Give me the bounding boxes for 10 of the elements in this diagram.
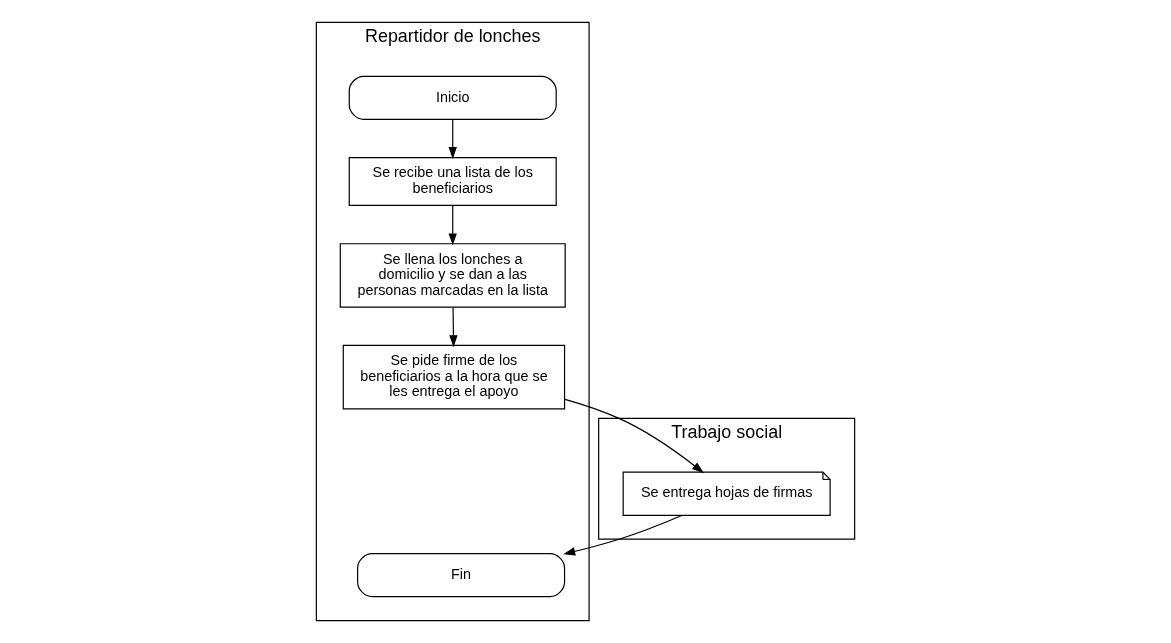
node-box: Se pide firme de los beneficiarios a la hora que se les entrega el apoyo	[342, 344, 566, 410]
arrow	[564, 398, 704, 474]
node-box: Se recibe una lista de los beneficiarios	[348, 157, 557, 207]
arrow	[448, 205, 457, 246]
arrow	[449, 306, 458, 348]
arrow	[563, 514, 683, 556]
node-box: Fin	[357, 552, 566, 598]
arrow	[448, 118, 457, 160]
node-box: Se llena los lonches a domicilio y se dan a las personas marcadas en la lista	[339, 243, 566, 308]
node-box: Inicio	[348, 75, 557, 120]
